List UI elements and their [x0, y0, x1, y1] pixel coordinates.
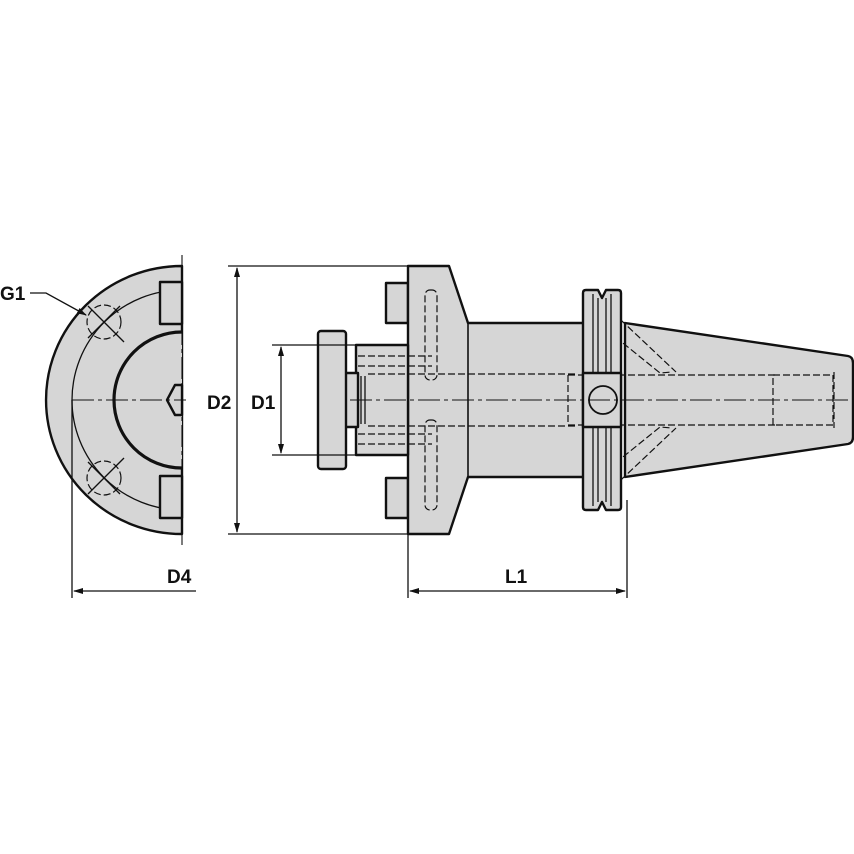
l1-label: L1	[505, 567, 528, 588]
g1-leader	[30, 292, 87, 316]
front-washer	[316, 329, 348, 471]
drive-key-bottom	[158, 474, 184, 520]
coolant-channel-bottom	[424, 419, 438, 511]
dimensions: D2 D1 L1	[205, 265, 628, 598]
end-view: G1 D4	[0, 255, 196, 598]
bolt-hole-bottom	[86, 460, 122, 496]
coolant-channel-top	[424, 289, 438, 381]
d2-label: D2	[207, 393, 231, 414]
d4-label: D4	[167, 567, 192, 588]
flange-key-top	[384, 281, 410, 325]
side-view	[316, 264, 854, 536]
g1-label: G1	[0, 284, 26, 305]
bolt-hole-top	[86, 304, 122, 340]
drive-key-top	[158, 280, 184, 326]
flange-key-bottom	[384, 476, 410, 520]
d1-label: D1	[251, 393, 276, 414]
